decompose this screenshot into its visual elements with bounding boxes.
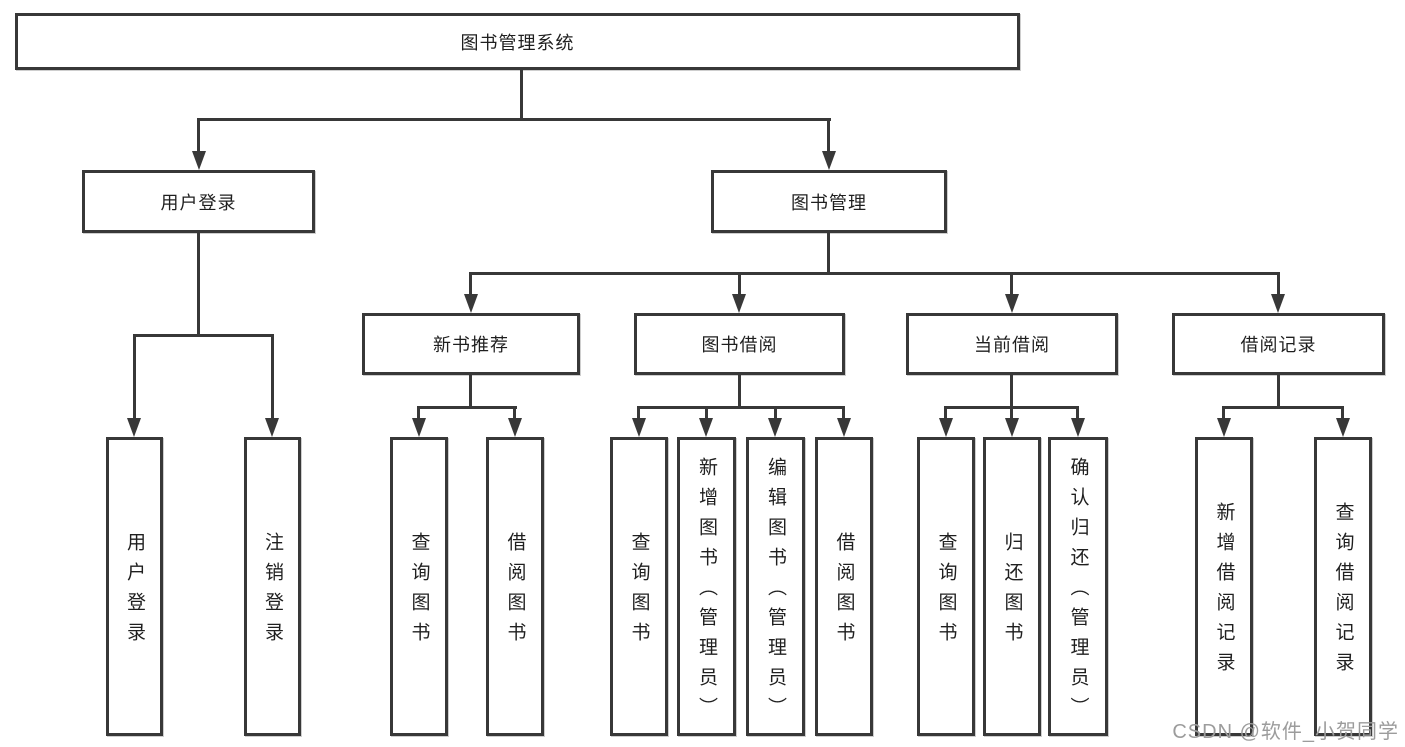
connector-newbook-bus [417, 406, 517, 409]
csdn-watermark: CSDN @软件_小贺同学 [1172, 721, 1399, 743]
arrow-down-icon [732, 294, 746, 313]
arrow-down-icon [1005, 294, 1019, 313]
connector-level3-stem [1277, 272, 1280, 297]
leaf-newbook-query-label: 查询图书 [408, 532, 430, 652]
leaf-newbook-borrow-label: 借阅图书 [504, 532, 526, 652]
node-new-book-label: 新书推荐 [433, 335, 509, 355]
connector-bookmgmt-bus [469, 272, 1280, 275]
node-user-login: 用户登录 [82, 170, 315, 233]
connector-leaf-stem [944, 406, 947, 420]
leaf-record-add-label: 新增借阅记录 [1213, 502, 1235, 682]
arrow-down-icon [192, 151, 206, 170]
leaf-record-add: 新增借阅记录 [1195, 437, 1253, 736]
arrow-down-icon [699, 418, 713, 437]
node-borrow-record: 借阅记录 [1172, 313, 1385, 375]
node-new-book: 新书推荐 [362, 313, 580, 375]
leaf-newbook-borrow: 借阅图书 [486, 437, 544, 736]
arrow-down-icon [508, 418, 522, 437]
connector-leaf-stem [1010, 406, 1013, 420]
node-current-borrow-label: 当前借阅 [974, 335, 1050, 355]
connector-bookmgmt-down [827, 233, 830, 275]
connector-bookmgmt-stem [827, 118, 830, 154]
arrow-down-icon [1005, 418, 1019, 437]
arrow-down-icon [464, 294, 478, 313]
node-book-borrow: 图书借阅 [634, 313, 845, 375]
leaf-borrow-borrow-label: 借阅图书 [833, 532, 855, 652]
leaf-current-confirm: 确认归还（管理员） [1048, 437, 1108, 736]
leaf-borrow-add: 新增图书（管理员） [677, 437, 736, 736]
connector-userlogin-bus [133, 334, 274, 337]
leaf-user-login: 用户登录 [106, 437, 163, 736]
connector-bookborrow-down [738, 375, 741, 408]
leaf-borrow-query-label: 查询图书 [628, 532, 650, 652]
leaf-logout-label: 注销登录 [262, 532, 283, 652]
connector-borrowrecord-bus [1222, 406, 1344, 409]
leaf-current-query-label: 查询图书 [935, 532, 957, 652]
node-borrow-record-label: 借阅记录 [1240, 335, 1317, 355]
connector-newbook-down [469, 375, 472, 408]
leaf-borrow-query: 查询图书 [610, 437, 668, 736]
connector-leaf-stem [133, 334, 136, 420]
connector-leaf-stem [513, 406, 516, 420]
connector-leaf-stem [1076, 406, 1079, 420]
connector-root-bus [198, 118, 831, 121]
node-book-mgmt-label: 图书管理 [791, 192, 867, 213]
connector-currentborrow-down [1010, 375, 1013, 408]
connector-leaf-stem [417, 406, 420, 420]
node-book-borrow-label: 图书借阅 [701, 335, 778, 355]
connector-leaf-stem [637, 406, 640, 420]
connector-leaf-stem [774, 406, 777, 420]
arrow-down-icon [265, 418, 279, 437]
arrow-down-icon [822, 151, 836, 170]
arrow-down-icon [1071, 418, 1085, 437]
connector-level3-stem [1010, 272, 1013, 297]
leaf-borrow-edit-label: 编辑图书（管理员） [765, 457, 786, 727]
leaf-current-query: 查询图书 [917, 437, 975, 736]
connector-root-stem [520, 70, 523, 121]
arrow-down-icon [1271, 294, 1285, 313]
arrow-down-icon [1217, 418, 1231, 437]
leaf-current-return: 归还图书 [983, 437, 1041, 736]
node-user-login-label: 用户登录 [160, 192, 237, 213]
node-current-borrow: 当前借阅 [906, 313, 1118, 375]
connector-level3-stem [469, 272, 472, 297]
node-root: 图书管理系统 [15, 13, 1020, 70]
leaf-user-login-label: 用户登录 [124, 532, 145, 652]
leaf-logout: 注销登录 [244, 437, 301, 736]
leaf-current-return-label: 归还图书 [1001, 532, 1023, 652]
arrow-down-icon [632, 418, 646, 437]
connector-leaf-stem [1341, 406, 1344, 420]
arrow-down-icon [768, 418, 782, 437]
connector-userlogin-down [197, 233, 200, 336]
connector-leaf-stem [705, 406, 708, 420]
leaf-record-query-label: 查询借阅记录 [1332, 502, 1354, 682]
connector-leaf-stem [271, 334, 274, 420]
arrow-down-icon [939, 418, 953, 437]
node-book-mgmt: 图书管理 [711, 170, 947, 233]
arrow-down-icon [1336, 418, 1350, 437]
leaf-record-query: 查询借阅记录 [1314, 437, 1372, 736]
leaf-borrow-add-label: 新增图书（管理员） [696, 457, 717, 727]
arrow-down-icon [127, 418, 141, 437]
connector-userlogin-stem [197, 118, 200, 154]
connector-leaf-stem [842, 406, 845, 420]
connector-leaf-stem [1222, 406, 1225, 420]
leaf-newbook-query: 查询图书 [390, 437, 448, 736]
connector-level3-stem [738, 272, 741, 297]
arrow-down-icon [837, 418, 851, 437]
leaf-borrow-borrow: 借阅图书 [815, 437, 873, 736]
arrow-down-icon [412, 418, 426, 437]
leaf-borrow-edit: 编辑图书（管理员） [746, 437, 805, 736]
connector-bookborrow-bus [637, 406, 845, 409]
leaf-current-confirm-label: 确认归还（管理员） [1067, 457, 1089, 727]
node-root-label: 图书管理系统 [460, 32, 575, 53]
connector-borrowrecord-down [1277, 375, 1280, 408]
